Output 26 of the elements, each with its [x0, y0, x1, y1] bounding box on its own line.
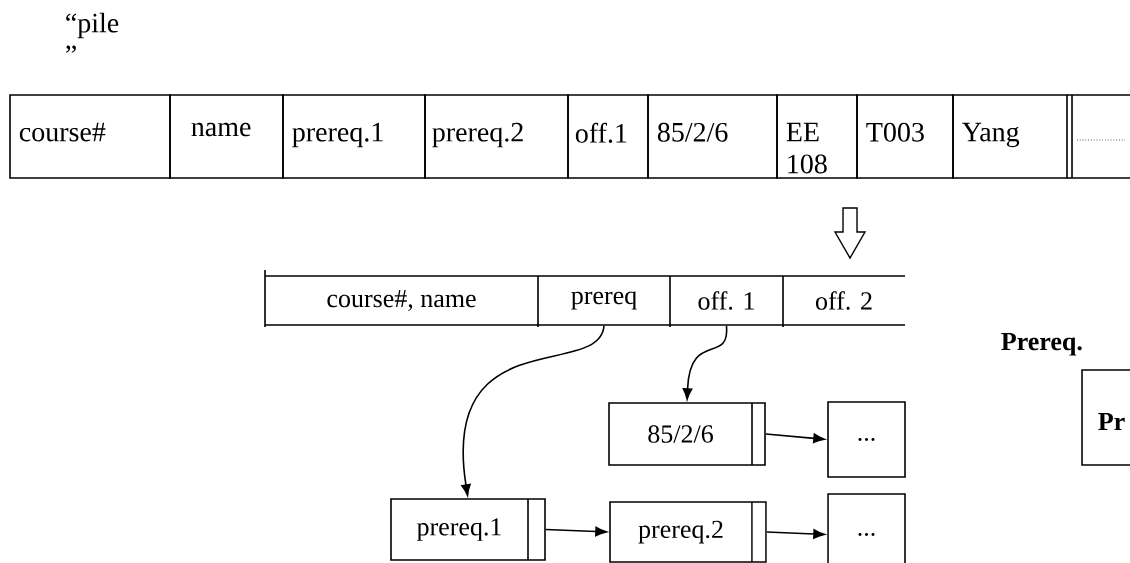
table-cell: off.1 — [567, 94, 649, 179]
arrow — [765, 433, 825, 444]
record-field: course#, name — [264, 269, 539, 328]
record-field: off. 1 — [669, 275, 784, 328]
table-cell: name — [169, 94, 284, 179]
record-box: 85/2/6 — [608, 402, 766, 466]
node-label: Prereq. — [1001, 332, 1082, 356]
table-cell: prereq.2 — [424, 94, 569, 179]
record-field: prereq — [537, 275, 671, 328]
record-box: prereq.2 — [609, 501, 767, 563]
heading-text: “pile ” — [66, 12, 119, 53]
table-cell: Yang — [952, 94, 1068, 179]
arrow — [766, 529, 825, 539]
list-box: ... — [827, 401, 906, 478]
list-box: ... — [827, 493, 906, 563]
table-box: Prereq. Pr — [1001, 332, 1130, 466]
arrow — [682, 325, 728, 400]
table-cell: 85/2/6 — [647, 94, 778, 179]
record-field: off. 2 — [782, 275, 906, 328]
table-cell: T003 — [856, 94, 954, 179]
table-cell: prereq.1 — [282, 94, 426, 179]
arrow — [461, 325, 605, 496]
table-cell: EE 108 — [776, 94, 858, 179]
arrow — [545, 526, 607, 537]
record-box: prereq.1 — [390, 498, 546, 561]
table-cell: course# — [9, 94, 171, 179]
